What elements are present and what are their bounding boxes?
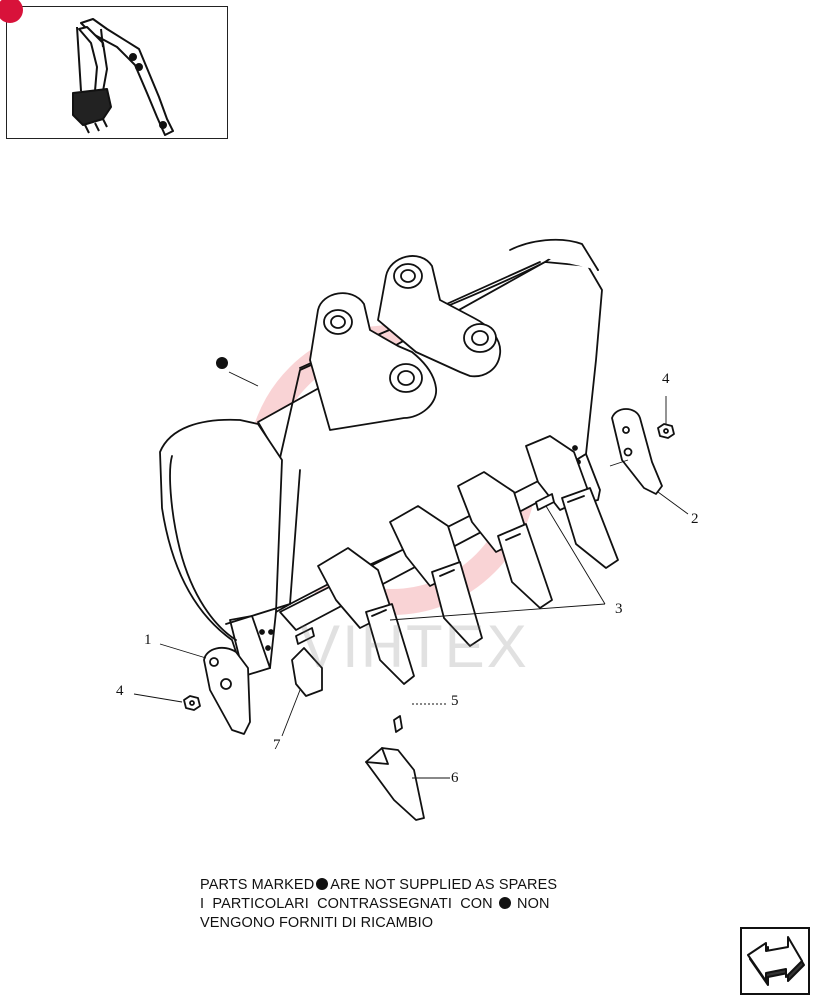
marker-dot-icon <box>316 878 329 890</box>
note-line-1-end: ARE NOT SUPPLIED AS SPARES <box>330 877 558 893</box>
excavator-arm-icon <box>72 18 174 136</box>
bucket-side-plate-left <box>159 418 283 677</box>
note-line-2: I PARTICOLARI CONTRASSEGNATI CON NON <box>200 895 620 914</box>
callout-5: 5 <box>451 693 459 709</box>
leader-lines <box>133 371 689 779</box>
note-line-2-end: NON <box>517 896 550 912</box>
callout-4-left: 4 <box>116 683 124 699</box>
side-cutter-plate-left <box>203 646 251 735</box>
side-cutter-plate-right <box>611 408 663 495</box>
next-page-arrow-icon <box>747 936 805 986</box>
callout-3: 3 <box>615 601 623 617</box>
corner-badge-icon <box>0 0 23 23</box>
callout-6: 6 <box>451 770 459 786</box>
spares-note: PARTS MARKED ARE NOT SUPPLIED AS SPARES I… <box>200 876 620 933</box>
note-line-3: VENGONO FORNITI DI RICAMBIO <box>200 915 434 931</box>
retaining-pin <box>393 715 403 733</box>
side-tooth <box>291 647 323 697</box>
loose-tooth <box>365 747 425 821</box>
callout-2: 2 <box>691 511 699 527</box>
note-line-2-start: I PARTICOLARI CONTRASSEGNATI CON <box>200 896 493 912</box>
callout-7: 7 <box>273 737 281 753</box>
bolt-right <box>535 493 555 511</box>
bolt-left <box>295 627 315 645</box>
tooth-adapters <box>317 435 591 629</box>
marker-dot-icon <box>498 897 511 909</box>
note-line-1: PARTS MARKED ARE NOT SUPPLIED AS SPARES <box>200 876 620 895</box>
not-supplied-marker-icon <box>216 357 228 369</box>
note-line-1-start: PARTS MARKED <box>200 877 315 893</box>
next-page-button[interactable] <box>740 927 810 995</box>
bucket-teeth <box>365 487 619 685</box>
callout-4-right: 4 <box>662 371 670 387</box>
overview-thumbnail[interactable] <box>0 0 228 139</box>
callout-1: 1 <box>144 632 152 648</box>
watermark-text: VIHTEX <box>300 613 529 680</box>
